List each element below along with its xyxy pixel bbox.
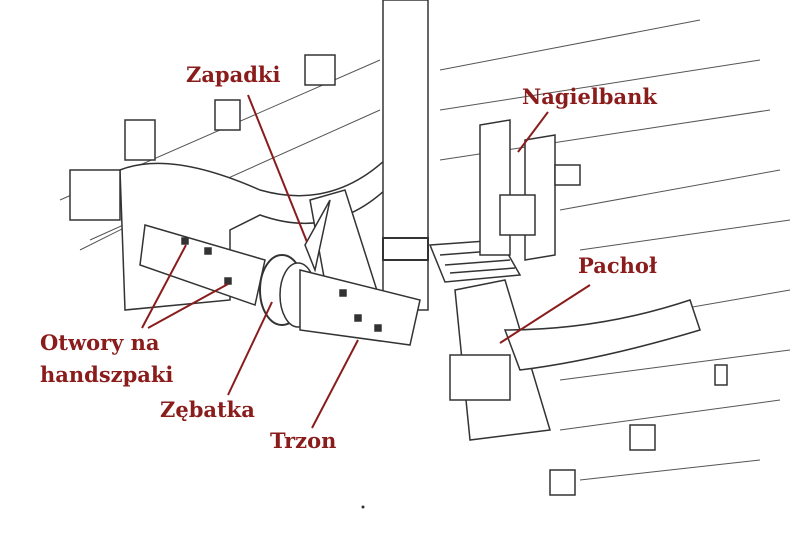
- barrel-left: [139, 224, 266, 306]
- windlass-drawing: [69, 0, 728, 496]
- deck-cleat: [304, 54, 336, 86]
- leader-zapadki: [247, 94, 308, 243]
- leader-otwory-1: [141, 244, 187, 329]
- mast-rope-band: [382, 237, 429, 261]
- left-bitt-end: [69, 169, 121, 221]
- leader-trzon: [311, 339, 359, 429]
- deck-cleat: [714, 364, 728, 386]
- stray-dot: [361, 505, 365, 509]
- pin-rail-board: [499, 194, 536, 236]
- leader-zebatka: [227, 301, 273, 396]
- label-otwory-line2: handszpaki: [40, 362, 174, 387]
- pawls: [304, 199, 331, 273]
- label-zapadki: Zapadki: [186, 62, 281, 87]
- deck-cleat: [214, 99, 241, 131]
- label-otwory-line1: Otwory na: [40, 330, 160, 355]
- barrel-right: [299, 269, 421, 346]
- right-bitt-end: [449, 354, 511, 401]
- handspike-holes: [181, 237, 382, 332]
- deck-cleat: [549, 469, 576, 496]
- left-cleat: [124, 119, 156, 161]
- label-pachol: Pachoł: [578, 253, 657, 278]
- pin-rail-posts: [479, 119, 556, 261]
- pin-rail-end: [554, 164, 581, 186]
- leader-pachol: [499, 284, 591, 344]
- leader-otwory-2: [147, 283, 229, 329]
- mast: [382, 0, 429, 311]
- right-bitt-knee: [503, 299, 701, 371]
- label-zebatka: Zębatka: [160, 397, 255, 422]
- leader-nagielbank: [517, 111, 549, 153]
- leader-lines: [141, 94, 591, 429]
- label-trzon: Trzon: [270, 428, 337, 453]
- deck-cleat: [629, 424, 656, 451]
- label-nagielbank: Nagielbank: [522, 84, 657, 109]
